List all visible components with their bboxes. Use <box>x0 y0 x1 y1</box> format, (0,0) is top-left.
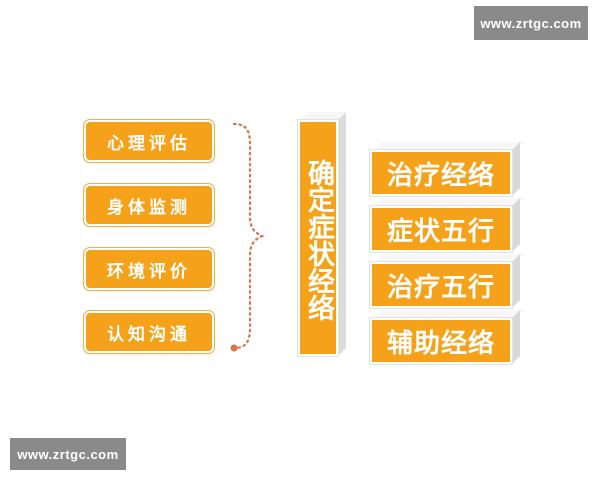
left-item-body-monitoring: 身体监测 <box>84 184 214 226</box>
dotted-curly-brace-icon <box>230 122 265 352</box>
right-item-symptom-five-elements: 症状五行 <box>370 198 524 252</box>
center-pillar-label: 确定症状经络 <box>303 159 334 321</box>
right-item-top-face <box>374 198 524 206</box>
right-item-label: 治疗五行 <box>370 262 512 308</box>
right-item-label: 症状五行 <box>370 206 512 252</box>
right-item-label: 治疗经络 <box>370 150 512 196</box>
center-pillar-front-face <box>298 120 338 356</box>
right-item-side-face <box>512 198 520 252</box>
right-item-top-face <box>374 142 524 150</box>
right-item-side-face <box>512 254 520 308</box>
right-item-top-face <box>374 254 524 262</box>
right-item-side-face <box>512 310 520 364</box>
right-item-treat-five-elements: 治疗五行 <box>370 254 524 308</box>
center-pillar: 确定症状经络 <box>298 112 346 356</box>
right-item-label: 辅助经络 <box>370 318 512 364</box>
watermark-bottom: www.zrtgc.com <box>10 438 126 470</box>
left-item-psych-assessment: 心理评估 <box>84 120 214 162</box>
left-item-environment-eval: 环境评价 <box>84 248 214 290</box>
left-item-cognitive-communication: 认知沟通 <box>84 311 214 353</box>
right-item-treat-meridian: 治疗经络 <box>370 142 524 196</box>
watermark-top: www.zrtgc.com <box>474 6 588 40</box>
center-pillar-side-face <box>338 112 346 356</box>
right-item-top-face <box>374 310 524 318</box>
right-item-side-face <box>512 142 520 196</box>
right-item-auxiliary-meridian: 辅助经络 <box>370 310 524 364</box>
